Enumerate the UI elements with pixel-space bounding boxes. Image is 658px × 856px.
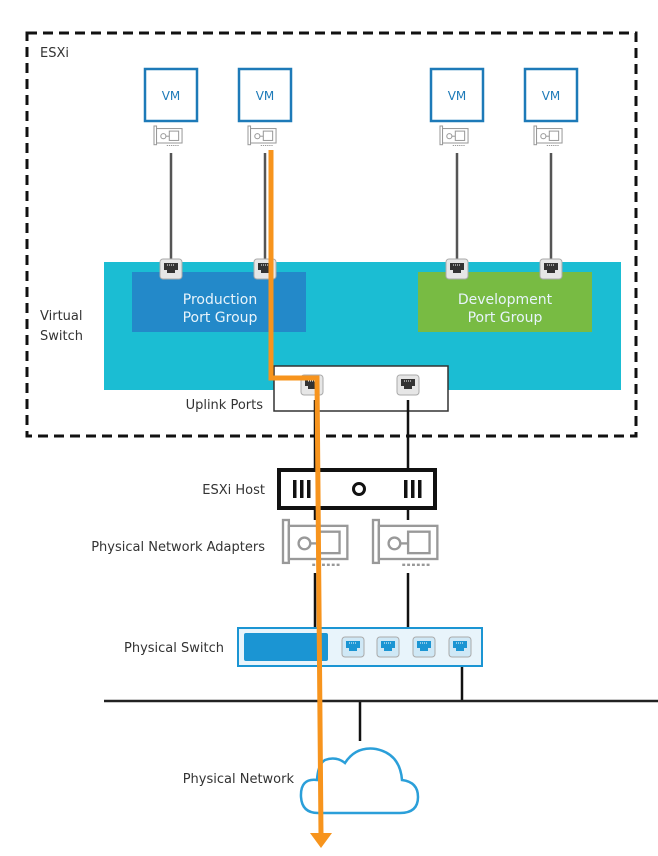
vm-label: VM xyxy=(542,89,561,103)
vm-label: VM xyxy=(256,89,275,103)
physical-switch-port-icon xyxy=(376,636,400,658)
physical-switch-port-icon xyxy=(412,636,436,658)
esxi-host-label: ESXi Host xyxy=(202,483,265,498)
uplink-ports-label: Uplink Ports xyxy=(186,398,264,413)
vnic-icon xyxy=(247,125,277,147)
vnic-icon xyxy=(533,125,563,147)
esxi-boundary-label: ESXi xyxy=(40,46,69,61)
development-port-group-line2: Port Group xyxy=(468,310,543,326)
vm-box: VM xyxy=(237,67,293,123)
production-port-group-line2: Port Group xyxy=(183,310,258,326)
esxi-host-icon xyxy=(277,468,437,510)
physical-network-cloud-icon xyxy=(299,747,420,815)
physical-nic-icon xyxy=(281,518,349,567)
vswitch-port-icon xyxy=(445,258,469,280)
uplink-port-icon xyxy=(396,374,420,396)
vm-links xyxy=(169,153,553,262)
production-port-group xyxy=(132,272,306,332)
vswitch-port-icon xyxy=(159,258,183,280)
physical-adapters-label: Physical Network Adapters xyxy=(91,540,265,555)
traffic-arrow-head-icon xyxy=(310,833,332,848)
physical-switch-label: Physical Switch xyxy=(124,641,224,656)
physical-nic-icon xyxy=(371,518,439,567)
physical-switch-icon xyxy=(237,627,483,667)
traffic-path-line xyxy=(268,150,324,836)
production-port-group-line1: Production xyxy=(183,292,257,308)
virtual-switch-label-line2: Switch xyxy=(40,329,83,344)
physical-network-label: Physical Network xyxy=(183,772,295,787)
vm-label: VM xyxy=(448,89,467,103)
virtual-switch-label-line1: Virtual xyxy=(40,309,82,324)
uplink-links xyxy=(313,400,464,741)
vm-box: VM xyxy=(143,67,199,123)
vswitch-port-icon xyxy=(539,258,563,280)
development-port-group xyxy=(418,272,592,332)
vnic-icon xyxy=(439,125,469,147)
vm-box: VM xyxy=(523,67,579,123)
physical-switch-port-icon xyxy=(341,636,365,658)
vnic-icon xyxy=(153,125,183,147)
vm-label: VM xyxy=(162,89,181,103)
esxi-boundary xyxy=(25,31,638,438)
development-port-group-line1: Development xyxy=(458,292,553,308)
uplink-ports-box xyxy=(273,365,449,412)
vm-box: VM xyxy=(429,67,485,123)
physical-switch-port-icon xyxy=(448,636,472,658)
